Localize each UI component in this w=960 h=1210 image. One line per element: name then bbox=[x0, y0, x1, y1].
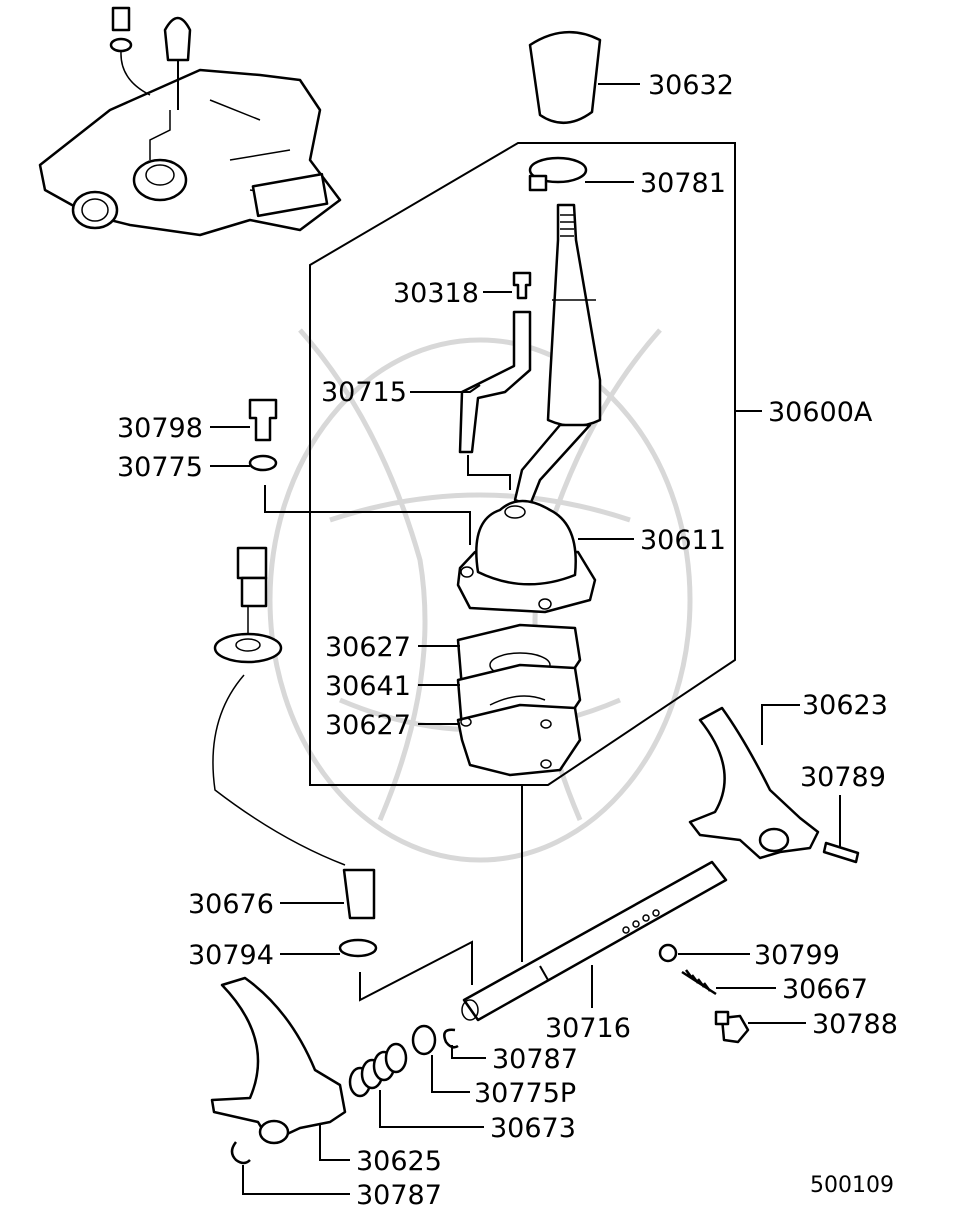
plug-part bbox=[714, 1010, 750, 1044]
callout-30781: 30781 bbox=[640, 168, 726, 199]
shift-rail-shaft-part bbox=[461, 860, 728, 1022]
transmission-overview bbox=[38, 6, 342, 237]
washer-shaft-part bbox=[411, 1024, 437, 1056]
callout-30318: 30318 bbox=[393, 278, 479, 309]
callout-30799: 30799 bbox=[754, 940, 840, 971]
callout-30676: 30676 bbox=[188, 889, 274, 920]
detent-ball-part bbox=[658, 943, 678, 963]
large-spring-part bbox=[348, 1042, 408, 1098]
gasket-stack-part bbox=[456, 623, 582, 777]
bolt-left-part bbox=[248, 398, 278, 442]
assembly-boundary bbox=[309, 142, 736, 786]
callout-30775: 30775 bbox=[117, 452, 203, 483]
reverse-switch-harness-part bbox=[212, 546, 378, 958]
callout-30787-upper: 30787 bbox=[492, 1044, 578, 1075]
callout-30600A: 30600A bbox=[768, 397, 873, 428]
callout-30775P: 30775P bbox=[474, 1078, 576, 1109]
callout-30632: 30632 bbox=[648, 70, 734, 101]
callout-30789: 30789 bbox=[800, 762, 886, 793]
callout-30798: 30798 bbox=[117, 413, 203, 444]
callout-30787-lower: 30787 bbox=[356, 1180, 442, 1210]
callout-30625: 30625 bbox=[356, 1146, 442, 1177]
shift-fork-left-part bbox=[210, 976, 347, 1144]
shift-knob-part bbox=[528, 30, 602, 124]
callout-30794: 30794 bbox=[188, 940, 274, 971]
callout-30627-lower: 30627 bbox=[325, 710, 411, 741]
callout-30716: 30716 bbox=[545, 1013, 631, 1044]
roll-pin-part bbox=[822, 841, 860, 864]
callout-30627-upper: 30627 bbox=[325, 632, 411, 663]
callout-30788: 30788 bbox=[812, 1009, 898, 1040]
detent-spring-part bbox=[681, 969, 717, 996]
callout-30611: 30611 bbox=[640, 525, 726, 556]
callout-30641: 30641 bbox=[325, 671, 411, 702]
breather-hose-part bbox=[458, 310, 532, 454]
shift-boot-part bbox=[456, 499, 597, 614]
shift-lever-part bbox=[513, 203, 602, 507]
snap-ring-lower-part bbox=[230, 1141, 251, 1165]
callout-30715: 30715 bbox=[321, 377, 407, 408]
washer-left-part bbox=[248, 454, 278, 472]
bolt-top-part bbox=[512, 271, 532, 300]
callout-30623: 30623 bbox=[802, 690, 888, 721]
callout-30673: 30673 bbox=[490, 1113, 576, 1144]
leader-lines bbox=[210, 83, 841, 1195]
diagram-code: 500109 bbox=[810, 1173, 894, 1198]
snap-ring-upper-part bbox=[443, 1028, 459, 1049]
boot-clamp-part bbox=[528, 156, 588, 192]
shift-fork-right-part bbox=[688, 706, 820, 860]
callout-30667: 30667 bbox=[782, 974, 868, 1005]
